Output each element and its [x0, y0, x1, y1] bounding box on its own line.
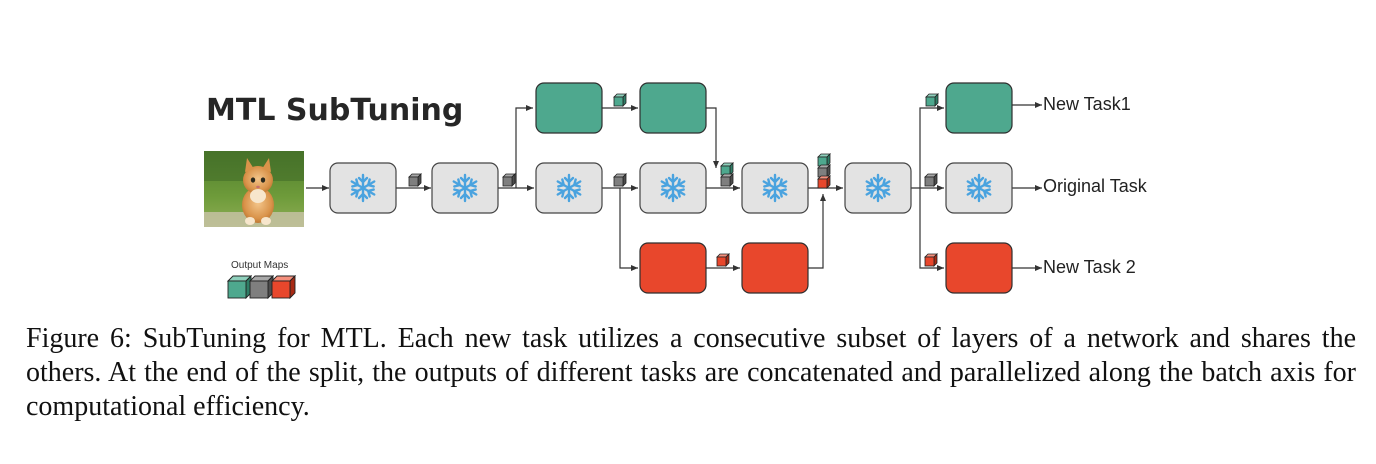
- legend-red-cube-icon: [270, 274, 297, 300]
- legend-green-cube-icon: [226, 274, 253, 300]
- legend-label: Output Maps: [231, 260, 288, 271]
- gray-cube-icon: [720, 173, 734, 187]
- connectors: [306, 102, 1042, 271]
- gray-cube-icon: [408, 173, 422, 187]
- figure-title: MTL SubTuning: [206, 93, 463, 128]
- green-task-block: [535, 82, 603, 134]
- gray-cube-icon: [924, 173, 938, 187]
- new-task-1-label: New Task1: [1043, 94, 1131, 114]
- gray-cube-icon: [817, 164, 831, 178]
- green-cube-icon: [817, 153, 831, 167]
- frozen-block: [431, 162, 499, 214]
- frozen-block: [639, 162, 707, 214]
- red-task-block: [741, 242, 809, 294]
- frozen-block: [945, 162, 1013, 214]
- green-cube-icon: [613, 93, 627, 107]
- green-cube-icon: [720, 162, 734, 176]
- frozen-block: [329, 162, 397, 214]
- red-cube-icon: [924, 253, 938, 267]
- original-task-label: Original Task: [1043, 176, 1148, 196]
- frozen-block: [535, 162, 603, 214]
- gray-cube-icon: [613, 173, 627, 187]
- red-cube-icon: [817, 175, 831, 189]
- green-task-block: [945, 82, 1013, 134]
- red-task-block: [639, 242, 707, 294]
- frozen-block: [844, 162, 912, 214]
- green-cube-icon: [925, 93, 939, 107]
- frozen-block: [741, 162, 809, 214]
- mtl-subtuning-diagram: MTL SubTuning: [204, 82, 1148, 300]
- new-task-2-label: New Task 2: [1043, 257, 1136, 277]
- figure-caption: Figure 6: SubTuning for MTL. Each new ta…: [26, 323, 1356, 422]
- kitten-image: [204, 151, 304, 227]
- red-task-block: [945, 242, 1013, 294]
- output-maps-legend: Output Maps: [226, 260, 297, 300]
- green-task-block: [639, 82, 707, 134]
- legend-gray-cube-icon: [248, 274, 275, 300]
- red-cube-icon: [716, 253, 730, 267]
- gray-cube-icon: [502, 173, 516, 187]
